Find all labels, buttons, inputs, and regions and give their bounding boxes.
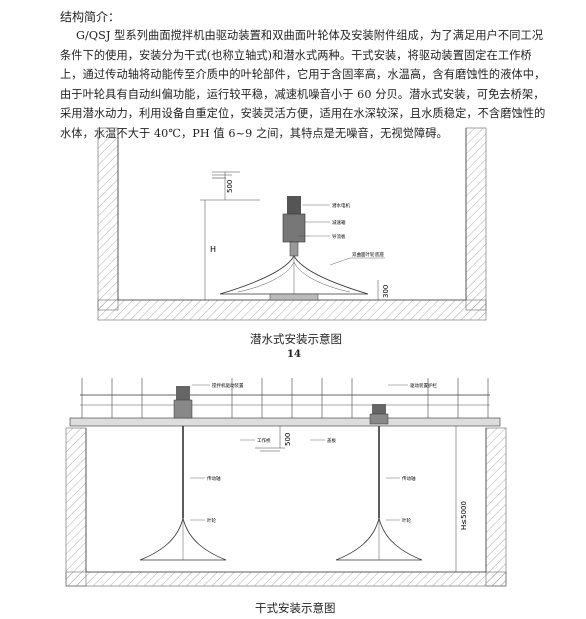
dry-installation-diagram: 500 H≤5000 搅拌机驱动装置 驱动装置护栏 工作桥 盖板 传动轴 传动轴… <box>65 378 507 587</box>
label-impeller-left: 叶轮 <box>207 517 216 524</box>
section-heading: 结构简介： <box>60 10 121 24</box>
label-shaft-left: 传动轴 <box>207 475 221 482</box>
label-guardrail: 驱动装置护栏 <box>410 382 437 389</box>
label-drive: 搅拌机驱动装置 <box>212 382 244 389</box>
dry-dim-top-label: 500 <box>284 433 292 446</box>
figure2-caption: 干式安装示意图 <box>255 601 336 615</box>
dim-top-label: 500 <box>226 180 234 193</box>
page-number: 14 <box>287 349 301 360</box>
figure1-caption: 潜水式安装示意图 <box>250 332 342 346</box>
label-motor: 潜水电机 <box>332 202 350 209</box>
label-gearbox: 减速箱 <box>332 219 346 226</box>
label-impeller: 双曲面叶轮 <box>352 251 375 258</box>
submersible-installation-diagram: 500 H 300 潜水电机 减速箱 导流板 双曲面叶轮 底座 <box>97 127 487 321</box>
dim-bottom-label: 300 <box>382 285 390 298</box>
label-bridge: 工作桥 <box>257 437 271 444</box>
label-guide: 导流板 <box>332 233 346 240</box>
label-impeller-right: 叶轮 <box>402 517 411 524</box>
dim-height-label: H <box>210 245 216 254</box>
label-shaft-right: 传动轴 <box>402 475 416 482</box>
dry-dim-height-label: H≤5000 <box>460 501 468 530</box>
label-cover: 盖板 <box>327 437 336 444</box>
description-paragraph: G/QSJ 型系列曲面搅拌机由驱动装置和双曲面叶轮体及安装附件组成，为了满足用户… <box>60 29 546 140</box>
label-base: 底座 <box>375 251 384 258</box>
